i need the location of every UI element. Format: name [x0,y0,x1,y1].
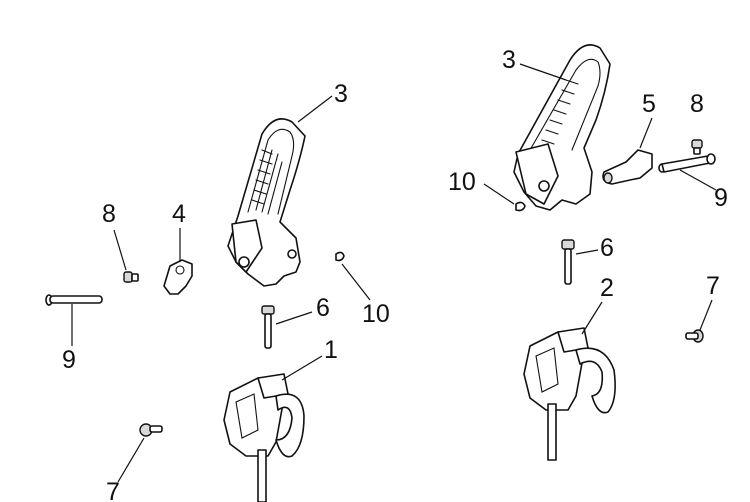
right-clip-part [515,201,526,212]
right-pivot-arm-part [602,149,653,185]
left-nut-callout: 8 [102,200,116,228]
right-nut-callout: 8 [690,90,704,118]
left-bracket-part [223,373,305,502]
right-nut-part [691,139,703,155]
left-bolt-part [139,423,163,437]
left-pin-part [261,305,275,349]
left-pin-callout: 6 [316,294,330,322]
left-clip-part [335,251,345,262]
left-pedal-callout: 3 [334,80,348,108]
right-clip-callout: 10 [448,168,476,196]
left-rod-part [45,294,103,306]
right-bracket-part [523,327,616,461]
left-nut-part [123,271,139,283]
left-clip-callout: 10 [362,300,390,328]
left-bolt-callout: 7 [106,478,120,502]
right-pin-callout: 6 [600,234,614,262]
left-pivot-arm-callout: 4 [172,200,186,228]
right-rod-part [658,153,716,173]
right-bolt-part [685,329,704,343]
left-pedal-part [227,118,306,287]
right-bracket-callout: 2 [600,274,614,302]
right-bolt-callout: 7 [706,272,720,300]
right-pin-part [561,239,575,285]
right-pedal-callout: 3 [502,46,516,74]
right-rod-callout: 9 [714,184,728,212]
left-pivot-arm-part [163,259,193,295]
right-pedal-part [513,44,611,211]
left-bracket-callout: 1 [324,336,338,364]
right-pivot-arm-callout: 5 [642,90,656,118]
left-rod-callout: 9 [62,346,76,374]
